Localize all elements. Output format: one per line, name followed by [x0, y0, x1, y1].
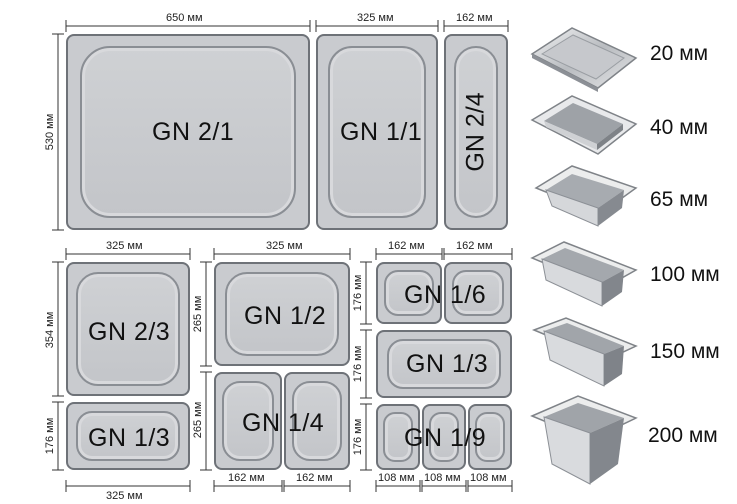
pan-gn-1-3-b-label: GN 1/3	[406, 350, 489, 378]
pan-gn-1-4-a-well	[222, 381, 274, 461]
pan-gn-1-9-a	[376, 404, 420, 470]
pan-gn-1-1-well	[328, 46, 426, 218]
pan-gn-1-1-label: GN 1/1	[340, 118, 423, 146]
pan-gn-1-2: GN 1/2	[214, 262, 350, 366]
dim-c3-108c: 108 мм	[470, 472, 507, 484]
pan-gn-2-4	[444, 34, 508, 230]
dim-c2-top: 325 мм	[266, 240, 303, 252]
pan-gn-1-6-a-well	[384, 270, 434, 316]
tray-150mm-image	[531, 317, 638, 387]
pan-gn-1-3-a-label: GN 1/3	[88, 424, 171, 452]
pan-gn-2-3-well	[76, 272, 180, 386]
tray-200mm-image	[530, 395, 638, 485]
pan-gn-1-3-a-well	[76, 411, 180, 461]
dim-c2-265b: 265 мм	[192, 401, 204, 439]
depth-150: 150 мм	[650, 340, 720, 363]
dim-c1-top: 325 мм	[106, 240, 143, 252]
pan-gn-2-1-well	[80, 46, 296, 218]
pan-gn-2-3: GN 2/3	[66, 262, 190, 396]
dim-162: 162 мм	[456, 12, 493, 24]
dim-c3-108a: 108 мм	[378, 472, 415, 484]
dim-530: 530 мм	[44, 113, 56, 151]
pan-gn-1-4-a	[214, 372, 282, 470]
pan-gn-2-1-label: GN 2/1	[152, 118, 235, 146]
dim-c1-bottom: 325 мм	[106, 490, 143, 502]
dim-325: 325 мм	[357, 12, 394, 24]
pan-gn-1-9-a-well	[383, 412, 413, 462]
tray-65mm-image	[534, 165, 638, 227]
depth-65: 65 мм	[650, 188, 709, 211]
pan-gn-2-4-label: GN 2/4	[461, 92, 490, 172]
pan-gn-1-3-b: GN 1/3	[376, 330, 512, 398]
dim-c1-176: 176 мм	[44, 417, 56, 455]
dim-c2-265a: 265 мм	[192, 295, 204, 333]
pan-gn-1-9-c-well	[475, 412, 505, 462]
pan-gn-1-2-label: GN 1/2	[244, 302, 327, 330]
pan-gn-2-3-label: GN 2/3	[88, 318, 171, 346]
pan-gn-1-4-label: GN 1/4	[242, 409, 325, 437]
dim-c2-162a: 162 мм	[228, 472, 265, 484]
dim-c3-176a: 176 мм	[352, 274, 364, 312]
dim-c3-176b: 176 мм	[352, 345, 364, 383]
dim-c1-354: 354 мм	[44, 311, 56, 349]
dim-c3-162b: 162 мм	[456, 240, 493, 252]
pan-gn-1-6-b	[444, 262, 512, 324]
pan-gn-2-1: GN 2/1	[66, 34, 310, 230]
dim-c3-108b: 108 мм	[424, 472, 461, 484]
pan-gn-1-9-b-well	[429, 412, 459, 462]
pan-gn-1-2-well	[225, 272, 339, 356]
depth-20: 20 мм	[650, 42, 709, 65]
pan-gn-1-6-b-well	[452, 270, 504, 316]
pan-gn-1-4-b-well	[292, 381, 342, 461]
depth-100: 100 мм	[650, 263, 720, 286]
dim-c3-176c: 176 мм	[352, 418, 364, 456]
pan-gn-1-6-a	[376, 262, 442, 324]
pan-gn-1-4-b	[284, 372, 350, 470]
dim-c3-162a: 162 мм	[388, 240, 425, 252]
pan-gn-2-4-well	[454, 46, 498, 218]
pan-gn-1-9-b	[422, 404, 466, 470]
pan-gn-1-6-label: GN 1/6	[404, 281, 487, 309]
pan-gn-1-1: GN 1/1	[316, 34, 438, 230]
depth-200: 200 мм	[648, 424, 718, 447]
pan-gn-1-9-label: GN 1/9	[404, 424, 487, 452]
tray-20mm-image	[530, 27, 638, 92]
tray-40mm-image	[530, 95, 638, 155]
depth-40: 40 мм	[650, 116, 709, 139]
pan-gn-1-3-b-well	[387, 339, 501, 389]
dim-c2-162b: 162 мм	[296, 472, 333, 484]
dim-650: 650 мм	[166, 12, 203, 24]
tray-100mm-image	[530, 241, 638, 307]
pan-gn-1-9-c	[468, 404, 512, 470]
pan-gn-1-3-a: GN 1/3	[66, 402, 190, 470]
